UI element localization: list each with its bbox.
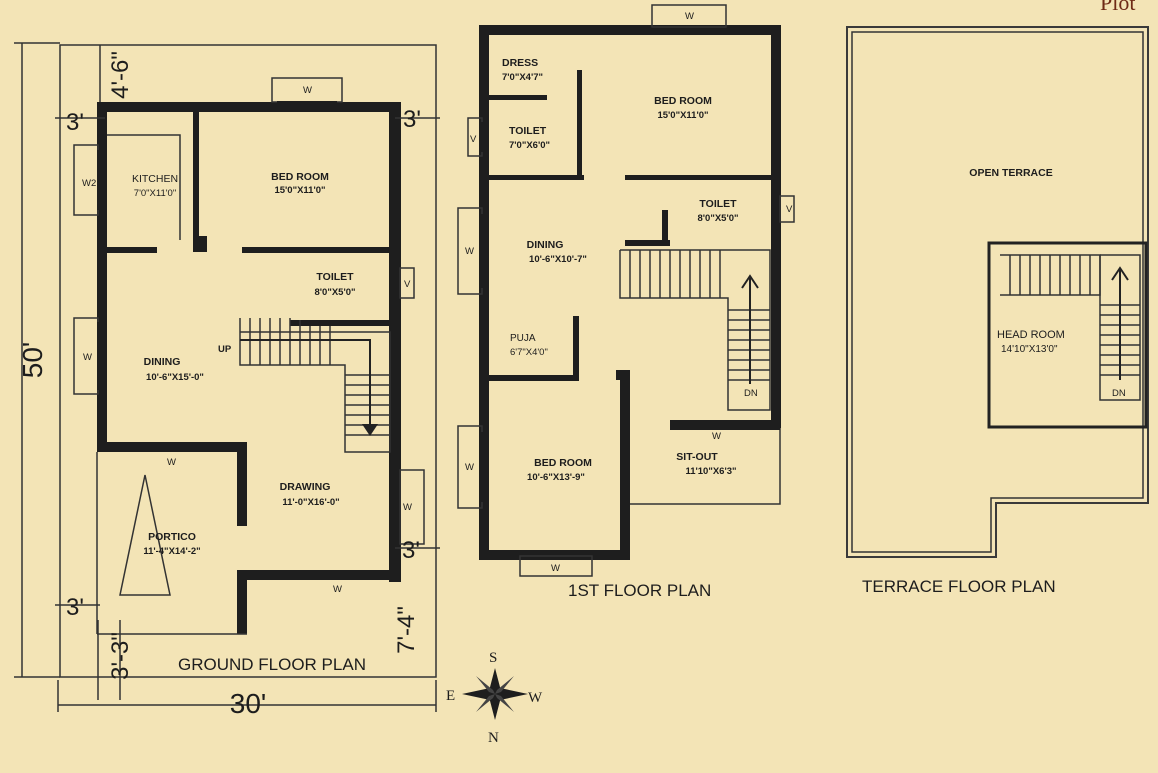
ground-plot-boundary (59, 44, 437, 678)
room-sitout-size: 11'10"X6'3" (685, 466, 736, 477)
ground-floor-plan: 50' 30' 4'-6" 3' 3' 3' 3' 3'-3" 7'-4" KI… (14, 42, 440, 719)
label-window-w2: W2 (82, 178, 96, 189)
head-room-box (987, 241, 1148, 429)
label-window-drawing: W (403, 502, 412, 513)
dim-left-bottom: 3' (66, 594, 84, 621)
label-window-dining: W (83, 352, 92, 363)
portico-marker (119, 474, 171, 596)
compass-w: W (528, 690, 543, 706)
label-first-vent-left: V (470, 134, 477, 145)
label-first-window-dining: W (465, 246, 474, 257)
room-bedroom2-size: 10'-6"X13'-9" (527, 472, 585, 483)
corner-title: Plot (1100, 0, 1135, 15)
room-bedroom-name: BED ROOM (271, 171, 329, 183)
room-dress-name: DRESS (502, 57, 538, 69)
room-sitout-name: SIT-OUT (676, 451, 718, 463)
label-first-vent-right: V (786, 204, 793, 215)
terrace-stair-treads (1000, 254, 1141, 401)
ground-plan-title: GROUND FLOOR PLAN (178, 655, 366, 674)
dim-right-top: 3' (403, 106, 421, 133)
room-portico-size: 11'-4"X14'-2" (143, 546, 200, 557)
label-window-portico: W (167, 457, 176, 468)
compass-n: N (488, 730, 499, 746)
label-window-top: W (303, 85, 312, 96)
room-drawing-name: DRAWING (280, 481, 331, 493)
room-toilet-size: 8'0"X5'0" (315, 287, 356, 298)
terrace-floor-plan: OPEN TERRACE HEAD ROOM 14'10"X13'0" DN T… (846, 26, 1149, 596)
room-puja-size: 6'7"X4'0" (510, 347, 548, 358)
label-window-bottom: W (333, 584, 342, 595)
room-dining-size: 10'-6"X15'-0" (146, 372, 204, 383)
room-toilet1-size: 7'0"X6'0" (509, 140, 550, 151)
compass-rose: S N E W (446, 650, 543, 746)
head-room-name: HEAD ROOM (997, 329, 1065, 341)
dim-bottom-left: 3'-3" (107, 632, 134, 680)
terrace-plan-title: TERRACE FLOOR PLAN (862, 577, 1056, 596)
label-first-window-bed: W (465, 462, 474, 473)
room-bedroom1-name: BED ROOM (654, 95, 712, 107)
dim-height: 50' (17, 342, 48, 379)
open-terrace-label: OPEN TERRACE (969, 167, 1052, 179)
first-floor-plan: DRESS 7'0"X4'7" TOILET 7'0"X6'0" BED ROO… (457, 4, 795, 600)
label-first-dn: DN (744, 388, 758, 399)
room-portico-name: PORTICO (148, 531, 196, 543)
room-kitchen-size: 7'0"X11'0" (134, 188, 176, 199)
label-terrace-dn: DN (1112, 388, 1126, 399)
dim-bottom-right: 7'-4" (393, 606, 420, 654)
room-puja-name: PUJA (510, 333, 536, 344)
room-dining1-size: 10'-6"X10'-7" (529, 254, 587, 265)
room-toilet-name: TOILET (316, 271, 354, 283)
room-dining-name: DINING (144, 356, 181, 368)
dim-right-mid: 3' (402, 537, 420, 564)
room-toilet2-size: 8'0"X5'0" (698, 213, 739, 224)
ground-stair-treads (249, 318, 390, 436)
first-plan-title: 1ST FLOOR PLAN (568, 581, 711, 600)
room-dress-size: 7'0"X4'7" (502, 72, 543, 83)
room-toilet1-name: TOILET (509, 125, 547, 137)
label-first-window-sitout: W (712, 431, 721, 442)
room-dining1-name: DINING (527, 239, 564, 251)
room-drawing-size: 11'-0"X16'-0" (282, 497, 339, 508)
head-room-size: 14'10"X13'0" (1001, 344, 1058, 355)
compass-s: S (489, 650, 497, 666)
label-first-window-top: W (685, 11, 694, 22)
label-vent-toilet: V (404, 279, 411, 290)
room-kitchen-name: KITCHEN (132, 173, 178, 185)
dim-top-gap: 4'-6" (107, 51, 134, 99)
room-bedroom-size: 15'0"X11'0" (274, 185, 325, 196)
room-bedroom1-size: 15'0"X11'0" (657, 110, 708, 121)
label-first-window-bottom: W (551, 563, 560, 574)
compass-e: E (446, 688, 455, 704)
room-toilet2-name: TOILET (699, 198, 737, 210)
label-up: UP (218, 344, 232, 355)
dim-width: 30' (230, 688, 267, 719)
room-bedroom2-name: BED ROOM (534, 457, 592, 469)
dim-left-top: 3' (66, 109, 84, 136)
